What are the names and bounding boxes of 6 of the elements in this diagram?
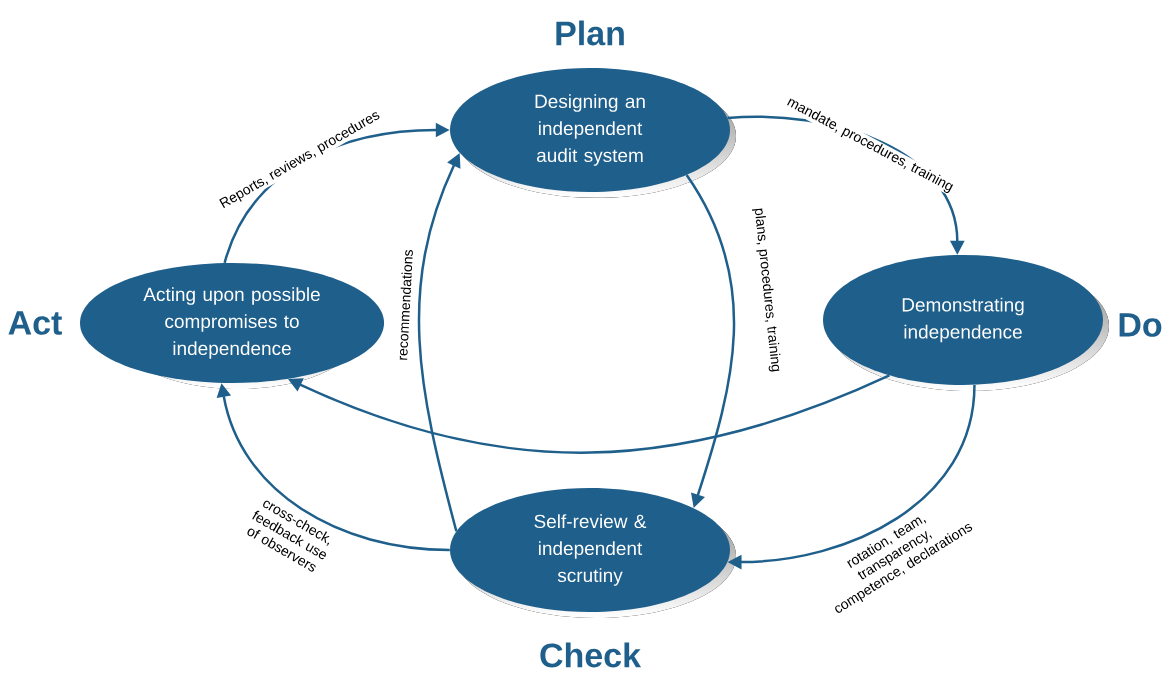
phase-label: Plan bbox=[556, 20, 624, 46]
phase-label: Act bbox=[8, 311, 62, 335]
phase-label: Do bbox=[1119, 313, 1162, 337]
edge-label: recommendations bbox=[395, 248, 415, 362]
edge-label: plans, procedures, training bbox=[750, 206, 784, 374]
phase-label: Check bbox=[540, 642, 642, 668]
